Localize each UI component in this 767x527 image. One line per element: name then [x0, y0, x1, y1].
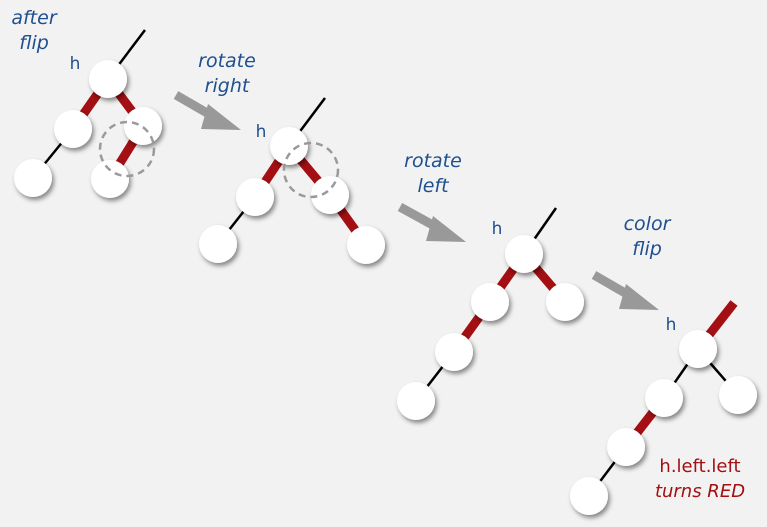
tree-node [570, 477, 608, 515]
note-turns-red: turns RED [655, 481, 745, 502]
arrow-right-down [591, 271, 659, 310]
tree-node [236, 178, 274, 216]
tree-node [91, 160, 129, 198]
step-after-flip: after flip h [11, 7, 162, 198]
highlight-ring [282, 141, 340, 199]
step-rotate-left: rotate left h [397, 150, 584, 420]
step-color-flip: color flip h h.left.left turns RED [570, 213, 757, 515]
arrow-right-down [397, 203, 466, 242]
tree-node [505, 235, 543, 273]
tree-node [14, 159, 52, 197]
highlight-ring [98, 120, 156, 178]
node-label-h: h [70, 54, 81, 74]
caption-rotate-right-line1: rotate [198, 50, 256, 72]
node-label-h: h [492, 219, 503, 239]
tree-node [347, 226, 385, 264]
tree-node [435, 333, 473, 371]
caption-color-flip-line2: flip [632, 238, 662, 260]
tree-node [199, 225, 237, 263]
caption-after-flip-line2: flip [19, 32, 49, 54]
tree-node [679, 330, 717, 368]
tree-node [471, 283, 509, 321]
note-h-left-left: h.left.left [659, 456, 740, 477]
tree-node [546, 283, 584, 321]
step-rotate-right: rotate right h [198, 50, 385, 264]
caption-color-flip-line1: color [624, 213, 672, 235]
tree-node [397, 382, 435, 420]
tree-node [311, 176, 349, 214]
caption-rotate-right-line2: right [205, 75, 251, 97]
tree-node [89, 60, 127, 98]
arrow-right-down [173, 91, 241, 130]
node-label-h: h [666, 315, 677, 335]
caption-rotate-left-line1: rotate [404, 150, 462, 172]
tree-node [124, 107, 162, 145]
tree-node [645, 379, 683, 417]
node-label-h: h [256, 122, 267, 142]
tree-node [607, 428, 645, 466]
tree-node [54, 110, 92, 148]
tree-node [270, 127, 308, 165]
tree-node [719, 376, 757, 414]
caption-rotate-left-line2: left [417, 175, 450, 197]
caption-after-flip-line1: after [11, 7, 57, 29]
